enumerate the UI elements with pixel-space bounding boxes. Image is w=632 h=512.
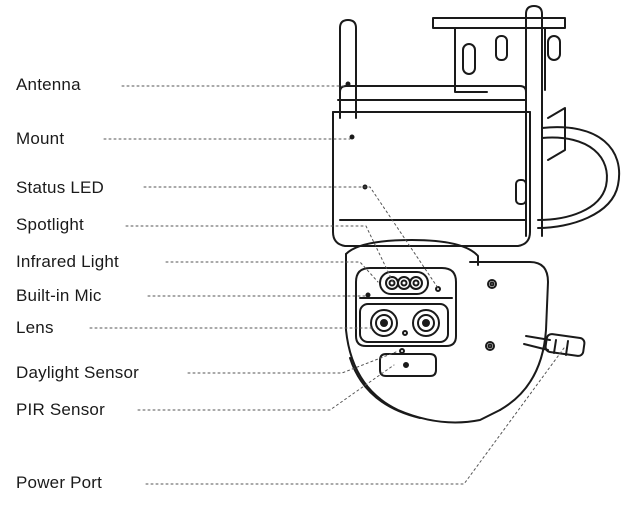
leader-status-led [143,186,439,289]
label-status-led: Status LED [16,178,104,197]
leader-infrared-light [165,261,379,283]
leader-lines [89,85,565,485]
label-antenna: Antenna [16,75,81,94]
label-infrared-light: Infrared Light [16,252,119,271]
label-lens: Lens [16,318,54,337]
label-spotlight: Spotlight [16,215,84,234]
cable [537,126,621,229]
label-built-in-mic: Built-in Mic [16,286,102,305]
label-pir-sensor: PIR Sensor [16,400,105,419]
power-port-connector [523,333,586,357]
cable-inner [537,136,608,221]
spotlight-cluster [379,271,429,295]
leader-pir-sensor [137,364,395,411]
leader-power-port [145,347,565,485]
wall-mount-bracket [432,17,566,161]
label-mount: Mount [16,129,65,148]
front-face [355,267,457,347]
dome-body [345,239,549,424]
label-power-port: Power Port [16,473,103,492]
right-antenna [515,5,543,237]
leader-spotlight [125,225,394,283]
left-antenna [339,19,357,119]
lens-assembly [359,303,449,343]
leader-daylight-sensor [187,351,397,374]
label-daylight-sensor: Daylight Sensor [16,363,140,382]
upper-housing [332,85,531,247]
pir-sensor-window [379,348,437,377]
